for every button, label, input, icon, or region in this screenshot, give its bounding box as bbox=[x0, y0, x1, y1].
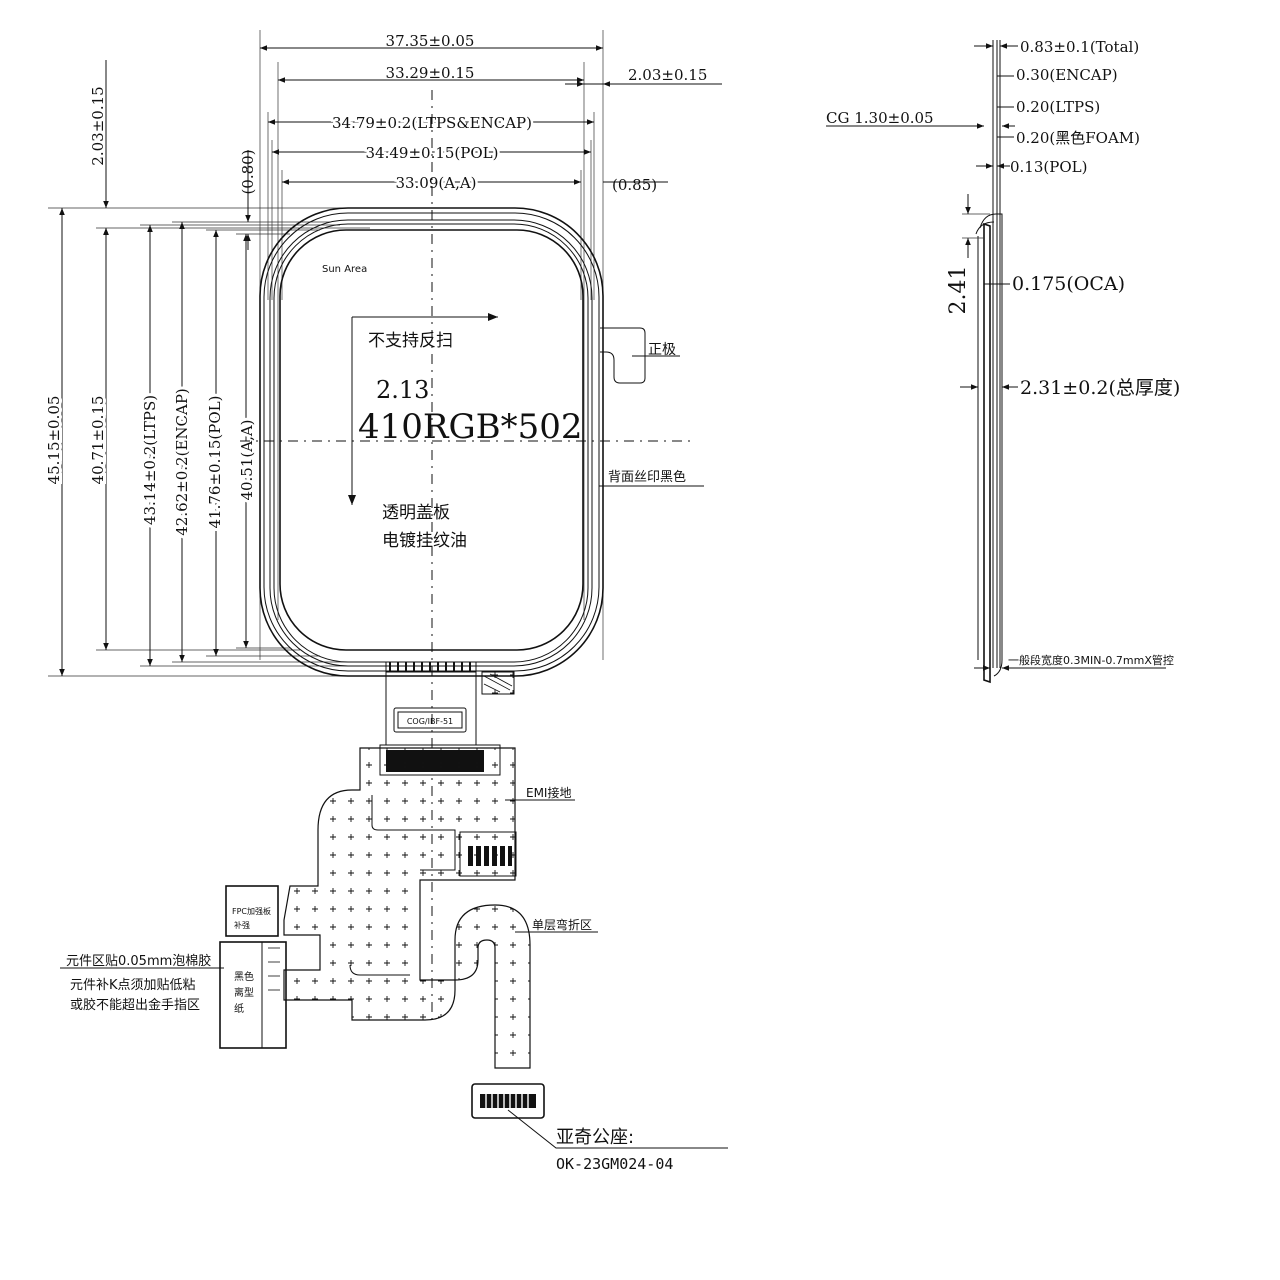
back-print-callout: 背面丝印黑色 bbox=[599, 469, 704, 487]
component-note-callout: 元件区贴0.05mm泡棉胶 元件补K点须加贴低粘 或胶不能超出金手指区 bbox=[60, 953, 224, 1013]
stiffener-label-2: 补强 bbox=[234, 920, 250, 930]
component-note-2: 元件补K点须加贴低粘 bbox=[70, 978, 196, 993]
dim-width-085-label: (0.85) bbox=[612, 176, 657, 194]
cover-glass-label: 透明盖板 bbox=[382, 503, 450, 523]
dim-height-top-label: 2.03±0.15 bbox=[89, 86, 107, 165]
side-pol-label: 0.13(POL) bbox=[1010, 158, 1087, 176]
dim-width-total-label: 37.35±0.05 bbox=[386, 32, 475, 50]
positive-callout: 正极 bbox=[632, 342, 680, 358]
dim-width-aa-label: 33.09(A,A) bbox=[395, 174, 476, 192]
dim-height-ltps: 43.14±0.2(LTPS) bbox=[138, 225, 162, 666]
connector-label-2: OK-23GM024-04 bbox=[556, 1155, 673, 1173]
dim-height-080: (0.80) bbox=[239, 149, 257, 250]
single-bend-label: 单层弯折区 bbox=[532, 917, 592, 932]
no-reverse-scan-label: 不支持反扫 bbox=[368, 331, 453, 351]
cover-plating-label: 电镀挂纹油 bbox=[382, 531, 467, 551]
side-dim-foam: 0.20(黑色FOAM) bbox=[997, 129, 1140, 147]
release-label-2: 离型 bbox=[234, 986, 254, 999]
stiffener-label-1: FPC加强板 bbox=[232, 906, 271, 916]
connector-callout: 亚奇公座: OK-23GM024-04 bbox=[507, 1109, 728, 1173]
side-dim-pol: 0.13(POL) bbox=[976, 158, 1087, 176]
release-paper: 黑色 离型 纸 bbox=[219, 941, 287, 1049]
panel-size-label: 2.13 bbox=[376, 376, 429, 404]
dim-width-right: 2.03±0.15 bbox=[565, 66, 722, 87]
dim-height-cg: 40.71±0.15 bbox=[86, 228, 110, 650]
ic-label: COG/IBF-51 bbox=[407, 717, 453, 726]
dim-height-encap-label: 42.62±0.2(ENCAP) bbox=[173, 388, 191, 536]
dim-height-080-label: (0.80) bbox=[239, 149, 257, 194]
side-cg-label: CG 1.30±0.05 bbox=[826, 109, 934, 127]
side-dim-cg: CG 1.30±0.05 bbox=[826, 109, 1015, 129]
side-view-profile bbox=[975, 40, 1003, 684]
dim-height-cg-label: 40.71±0.15 bbox=[89, 396, 107, 485]
dim-height-ltps-label: 43.14±0.2(LTPS) bbox=[141, 395, 159, 525]
dim-height-total-label: 45.15±0.05 bbox=[45, 396, 63, 485]
release-label-1: 黑色 bbox=[234, 970, 254, 983]
side-241-label: 2.41 bbox=[946, 266, 971, 315]
dim-width-pol-label: 34.49±0.15(POL) bbox=[366, 144, 499, 162]
side-dim-241: 2.41 bbox=[946, 194, 990, 314]
dim-height-pol-label: 41.76±0.15(POL) bbox=[206, 396, 224, 529]
dim-width-ltps: 34.79±0.2(LTPS&ENCAP) bbox=[268, 112, 594, 135]
dim-width-085: (0.85) bbox=[603, 176, 668, 194]
emi-label: EMI接地 bbox=[526, 785, 571, 800]
side-thickness-label: 2.31±0.2(总厚度) bbox=[1020, 377, 1180, 399]
component-note-3: 或胶不能超出金手指区 bbox=[70, 997, 200, 1013]
dim-width-cg-label: 33.29±0.15 bbox=[386, 64, 475, 82]
dim-height-total: 45.15±0.05 bbox=[42, 208, 66, 676]
connector-label-1: 亚奇公座: bbox=[556, 1127, 634, 1148]
dim-width-aa: 33.09(A,A) bbox=[282, 172, 581, 195]
side-total-label: 0.83±0.1(Total) bbox=[1020, 38, 1139, 56]
dim-height-aa-label: 40.51(A,A) bbox=[238, 419, 256, 500]
side-dim-oca: 0.175(OCA) bbox=[984, 273, 1125, 295]
side-edge-note-label: 一般段宽度0.3MIN-0.7mmX管控 bbox=[1008, 653, 1174, 667]
dim-height-pol: 41.76±0.15(POL) bbox=[203, 230, 227, 656]
sun-area-label: Sun Area bbox=[322, 264, 367, 275]
dim-height-encap: 42.62±0.2(ENCAP) bbox=[170, 222, 194, 662]
panel-resolution-label: 410RGB*502 bbox=[358, 407, 583, 447]
side-dim-ltps: 0.20(LTPS) bbox=[997, 98, 1100, 116]
dim-width-cg: 33.29±0.15 bbox=[278, 64, 584, 83]
side-dim-total: 0.83±0.1(Total) bbox=[974, 38, 1139, 56]
back-print-label: 背面丝印黑色 bbox=[608, 469, 686, 485]
release-label-3: 纸 bbox=[234, 1002, 244, 1015]
fpc-body bbox=[283, 747, 545, 1119]
side-encap-label: 0.30(ENCAP) bbox=[1016, 66, 1118, 84]
fpc-stiffener: FPC加强板 补强 bbox=[225, 885, 279, 937]
positive-label: 正极 bbox=[648, 342, 676, 358]
side-dim-thickness: 2.31±0.2(总厚度) bbox=[960, 377, 1180, 399]
side-oca-label: 0.175(OCA) bbox=[1012, 273, 1125, 295]
dim-width-total: 37.35±0.05 bbox=[260, 32, 603, 51]
side-dim-encap: 0.30(ENCAP) bbox=[997, 66, 1118, 84]
dim-height-top: 2.03±0.15 bbox=[89, 60, 109, 250]
dim-width-right-label: 2.03±0.15 bbox=[628, 66, 707, 84]
emi-callout: EMI接地 bbox=[505, 785, 575, 801]
side-ltps-label: 0.20(LTPS) bbox=[1016, 98, 1100, 116]
component-note-1: 元件区贴0.05mm泡棉胶 bbox=[66, 953, 211, 969]
side-foam-label: 0.20(黑色FOAM) bbox=[1016, 129, 1140, 147]
side-edge-note: 一般段宽度0.3MIN-0.7mmX管控 bbox=[974, 653, 1174, 671]
dim-width-pol: 34.49±0.15(POL) bbox=[272, 142, 591, 165]
single-bend-callout: 单层弯折区 bbox=[515, 917, 598, 933]
